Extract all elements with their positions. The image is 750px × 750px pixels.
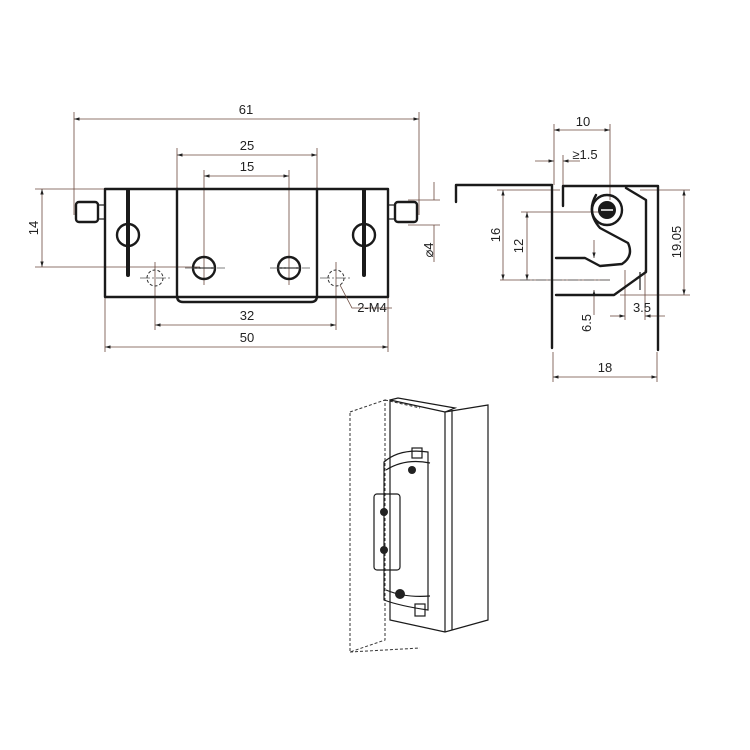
label-12: 12 [511,239,526,253]
pivot-top [408,466,416,474]
hinge-knuckle-body [383,450,429,611]
label-14: 14 [26,221,41,235]
frame-profile [454,183,554,350]
frame-body [389,399,489,633]
thread-hole-left [146,269,164,287]
label-diameter: ⌀4 [421,242,436,257]
pin-left [74,200,100,224]
hinge-knuckle [590,193,624,227]
label-18: 18 [598,360,612,375]
door-profile [561,184,660,352]
label-16: 16 [488,228,503,242]
front-view: 61 25 15 14 ⌀4 2-M4 32 50 [26,102,440,352]
pin-bottom [414,603,426,617]
thread-leader [339,284,392,309]
base-plate [103,187,390,299]
label-gap: ≥1.5 [572,147,597,162]
pin-top [411,447,423,459]
screw-top [380,508,388,516]
label-15: 15 [240,159,254,174]
label-3-5: 3.5 [633,300,651,315]
label-25: 25 [240,138,254,153]
hinge-leaf [373,493,401,571]
pivot-bottom [395,589,405,599]
thread-hole-right [327,269,345,287]
label-thread: 2-M4 [357,300,387,315]
center-leaf [175,187,319,304]
door-outline [349,399,421,653]
label-19-05: 19.05 [669,226,684,259]
isometric-view [349,397,489,653]
side-view: 10 ≥1.5 16 12 19.05 6.5 3.5 18 [454,114,690,382]
label-61: 61 [239,102,253,117]
pin-right [393,200,419,224]
label-6-5: 6.5 [579,314,594,332]
screw-bottom [380,546,388,554]
label-32: 32 [240,308,254,323]
label-10: 10 [576,114,590,129]
label-50: 50 [240,330,254,345]
